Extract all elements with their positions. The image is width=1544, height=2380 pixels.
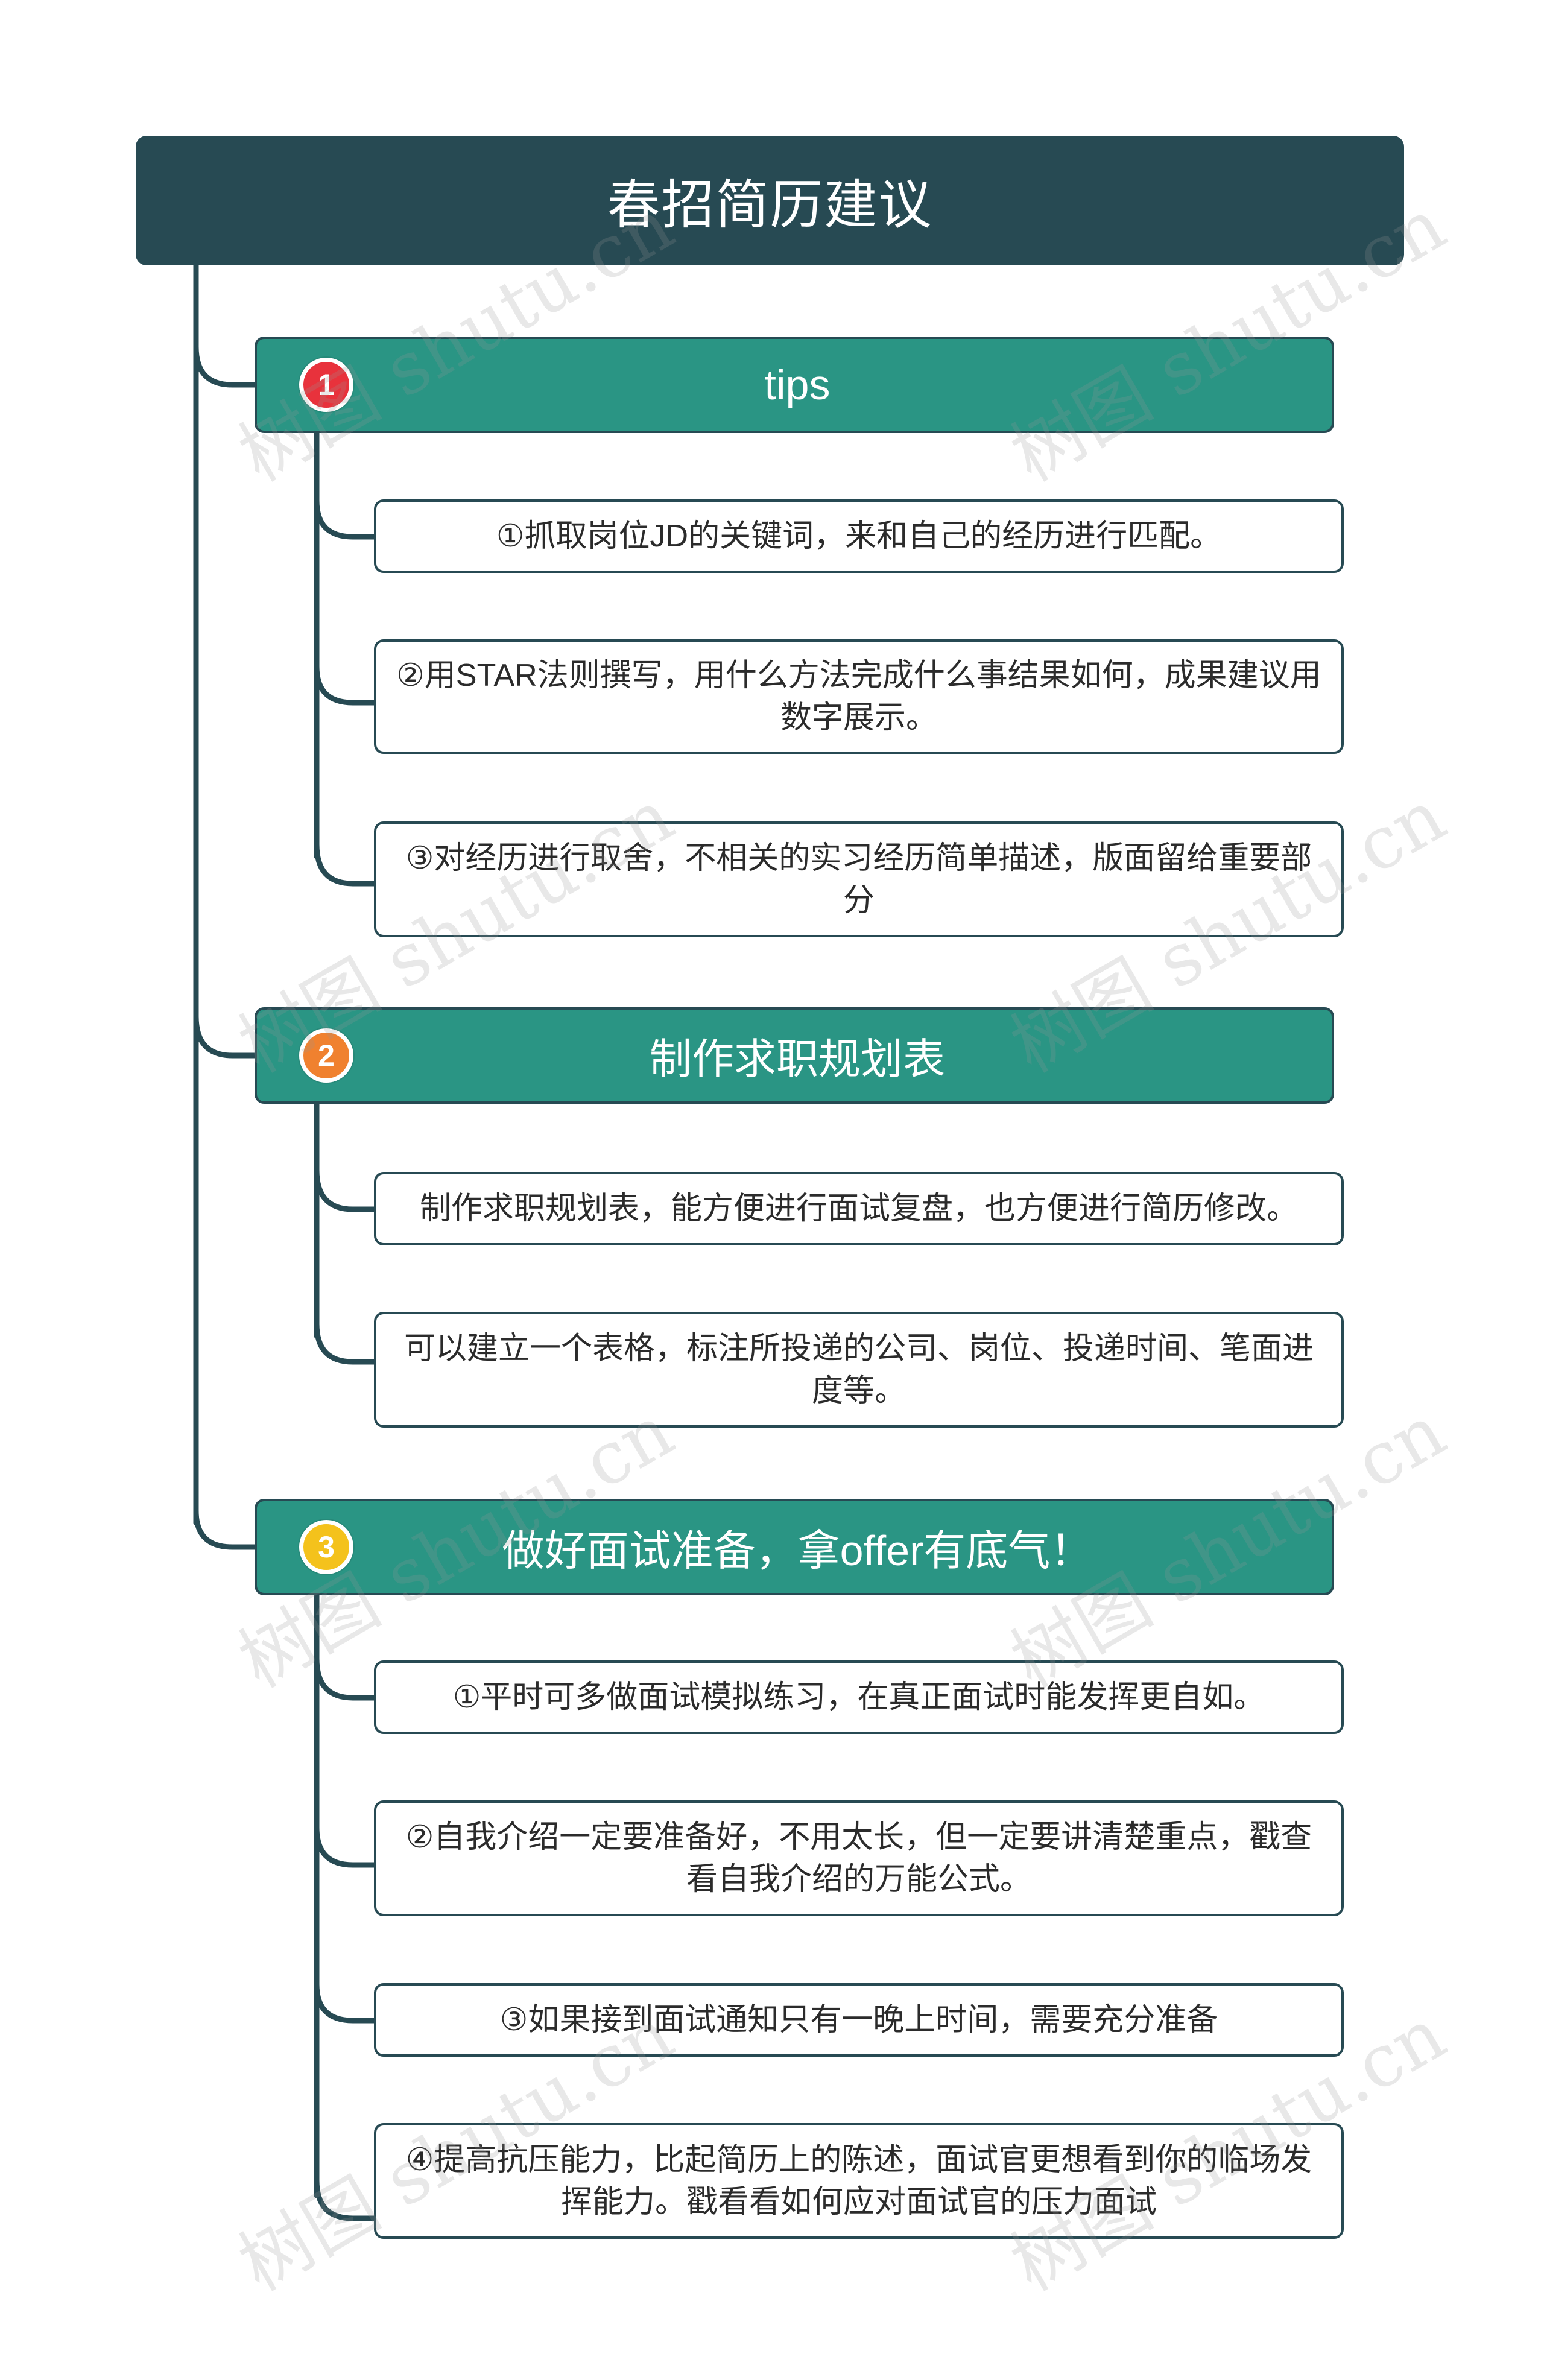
connector-branch-1: [193, 344, 258, 388]
connector-leaf-3-2: [314, 1825, 377, 1868]
leaf-1-2[interactable]: ②用STAR法则撰写，用什么方法完成什么事结果如何，成果建议用数字展示。: [374, 639, 1344, 754]
leaf-2-2[interactable]: 可以建立一个表格，标注所投递的公司、岗位、投递时间、笔面进度等。: [374, 1312, 1344, 1428]
connector-leaf-3-3: [314, 1981, 377, 2024]
connector-branch-2: [193, 1013, 258, 1059]
leaf-text: 可以建立一个表格，标注所投递的公司、岗位、投递时间、笔面进度等。: [403, 1331, 1314, 1408]
leaf-2-1[interactable]: 制作求职规划表，能方便进行面试复盘，也方便进行简历修改。: [374, 1172, 1344, 1245]
leaf-text: ①抓取岗位JD的关键词，来和自己的经历进行匹配。: [496, 519, 1222, 554]
branch-interview-prep[interactable]: 3 做好面试准备，拿offer有底气！: [255, 1499, 1334, 1595]
leaf-text: ③如果接到面试通知只有一晚上时间，需要充分准备: [499, 2002, 1218, 2037]
branch-job-plan[interactable]: 2 制作求职规划表: [255, 1007, 1334, 1104]
badge-number-2-icon: 2: [299, 1028, 353, 1083]
branch-tips[interactable]: 1 tips: [255, 337, 1334, 433]
leaf-text: 制作求职规划表，能方便进行面试复盘，也方便进行简历修改。: [419, 1191, 1298, 1226]
leaf-text: ③对经历进行取舍，不相关的实习经历简单描述，版面留给重要部分: [405, 841, 1312, 918]
badge-number-3-icon: 3: [299, 1520, 353, 1574]
connector-leaf-1-3: [314, 841, 377, 887]
branch-label: tips: [764, 361, 831, 408]
leaf-text: ②自我介绍一定要准备好，不用太长，但一定要讲清楚重点，戳​查看自我介绍的万能公式…: [405, 1820, 1312, 1897]
connector-branch-3: [193, 1508, 258, 1550]
leaf-3-3[interactable]: ③如果接到面试通知只有一晚上时间，需要充分准备: [374, 1983, 1344, 2057]
connector-leaf-3-1: [314, 1656, 377, 1701]
connector-leaf-2-2: [314, 1321, 377, 1365]
connector-leaf-1-2: [314, 663, 377, 706]
leaf-3-2[interactable]: ②自我介绍一定要准备好，不用太长，但一定要讲清楚重点，戳​查看自我介绍的万能公式…: [374, 1800, 1344, 1916]
leaf-3-1[interactable]: ①平时可多做面试模拟练习，在真正面试时能发挥更自如。: [374, 1660, 1344, 1734]
badge-number-1-icon: 1: [299, 358, 353, 412]
branch-label: 做好面试准备，拿offer有底气！: [502, 1527, 1093, 1574]
badge-number: 3: [318, 1530, 335, 1564]
leaf-1-3[interactable]: ③对经历进行取舍，不相关的实习经历简单描述，版面留给重要部分: [374, 821, 1344, 937]
connector-leaf-1-1: [314, 498, 377, 540]
connector-leaf-2-1: [314, 1167, 377, 1212]
connector-leaf-3-4: [314, 2177, 377, 2221]
leaf-text: ④提高抗压能力，比起简历上的陈述，面试官更想看到你的临场发挥能力。戳​看看如何应…: [405, 2142, 1312, 2220]
leaf-text: ①平时可多做面试模拟练习，在真正面试时能发挥更自如。: [452, 1680, 1265, 1715]
leaf-3-4[interactable]: ④提高抗压能力，比起简历上的陈述，面试官更想看到你的临场发挥能力。戳​看看如何应…: [374, 2123, 1344, 2239]
root-title: 春招简历建议: [607, 175, 933, 235]
badge-number: 2: [318, 1039, 335, 1072]
root-topic[interactable]: 春招简历建议: [136, 136, 1404, 265]
badge-number: 1: [318, 368, 335, 402]
leaf-1-1[interactable]: ①抓取岗位JD的关键词，来和自己的经历进行匹配。: [374, 499, 1344, 573]
branch-label: 制作求职规划表: [650, 1035, 945, 1083]
leaf-text: ②用STAR法则撰写，用什么方法完成什么事结果如何，成果建议用数字展示。: [396, 658, 1321, 735]
